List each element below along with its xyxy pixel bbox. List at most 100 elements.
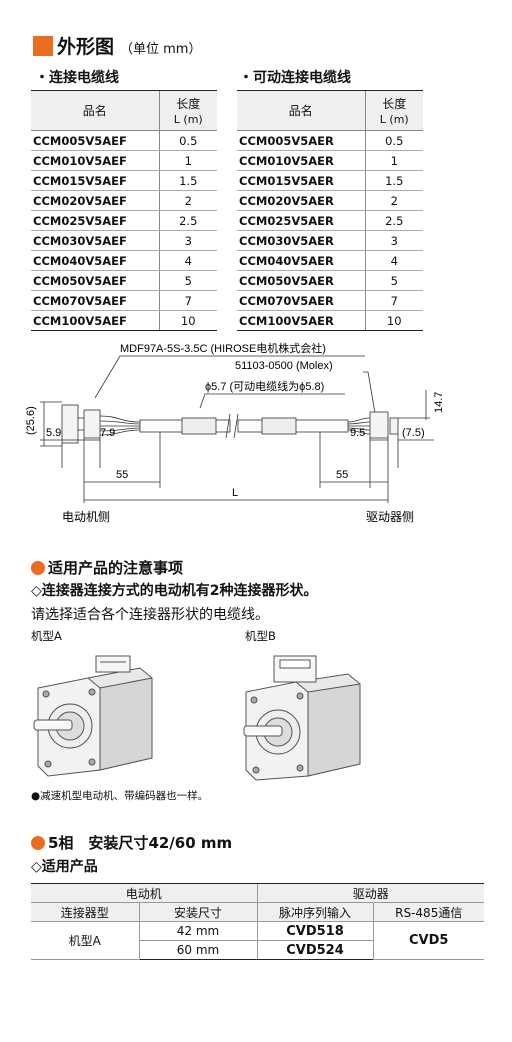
cable-length: 1: [364, 150, 423, 171]
cable-length: 7: [158, 290, 217, 311]
dim-L: L: [232, 487, 238, 499]
driver-side-label: 驱动器侧: [366, 510, 414, 524]
diameter-label: ϕ5.7 (可动电缆线为ϕ5.8): [205, 379, 324, 393]
dim-7-5: (7.5): [402, 427, 425, 439]
cable-length: 4: [158, 250, 217, 271]
section-heading: 外形图 （单位 mm）: [33, 32, 201, 59]
product-name: CCM020V5AEF: [31, 190, 159, 211]
product-name: CCM025V5AEF: [31, 210, 159, 231]
product-name: CCM025V5AER: [237, 210, 365, 231]
product-name: CCM015V5AEF: [31, 170, 159, 191]
orange-dot-icon: [31, 835, 45, 850]
col-header-name: 品名: [31, 90, 159, 131]
cable-length: 0.5: [364, 130, 423, 151]
right-table-subtitle: ・可动连接电缆线: [239, 70, 351, 86]
connector-motor-label: MDF97A-5S-3.5C (HIROSE电机株式会社): [120, 341, 326, 355]
notes-line-1: ◇连接器连接方式的电动机有2种连接器形状。: [31, 583, 318, 599]
cable-length: 1: [158, 150, 217, 171]
motor-type-a-label: 机型A: [31, 629, 62, 643]
spec-subtitle: ◇适用产品: [31, 859, 98, 875]
product-name: CCM100V5AER: [237, 310, 365, 331]
header-connector-type: 连接器型: [31, 902, 139, 922]
product-name: CCM030V5AER: [237, 230, 365, 251]
product-name: CCM070V5AER: [237, 290, 365, 311]
heading-unit: （单位 mm）: [120, 41, 202, 57]
motor-type-a-image: [33, 655, 153, 777]
dim-9-5: 9.5: [350, 427, 365, 439]
notes-line-2: 请选择适合各个连接器形状的电缆线。: [31, 607, 269, 623]
product-name: CCM005V5AEF: [31, 130, 159, 151]
product-name: CCM050V5AEF: [31, 270, 159, 291]
cable-length: 0.5: [158, 130, 217, 151]
product-name: CCM040V5AEF: [31, 250, 159, 271]
cell-size-60: 60 mm: [138, 940, 257, 960]
cell-cvd524: CVD524: [256, 940, 373, 960]
cable-length: 5: [158, 270, 217, 291]
header-driver: 驱动器: [256, 883, 484, 903]
product-name: CCM010V5AEF: [31, 150, 159, 171]
cable-length: 10: [158, 310, 217, 331]
cable-length: 3: [364, 230, 423, 251]
cell-cvd518: CVD518: [256, 921, 373, 941]
motor-side-label: 电动机侧: [62, 510, 110, 524]
col-header-name: 品名: [237, 90, 365, 131]
cable-length: 1.5: [158, 170, 217, 191]
cell-cvd5: CVD5: [372, 921, 484, 960]
header-mount-size: 安装尺寸: [138, 902, 257, 922]
product-name: CCM015V5AER: [237, 170, 365, 191]
cable-length: 7: [364, 290, 423, 311]
cable-length: 5: [364, 270, 423, 291]
product-name: CCM040V5AER: [237, 250, 365, 271]
cable-length: 2.5: [158, 210, 217, 231]
product-name: CCM030V5AEF: [31, 230, 159, 251]
connector-driver-label: 51103-0500 (Molex): [235, 360, 333, 372]
cable-length: 3: [158, 230, 217, 251]
dim-7-9: 7.9: [100, 427, 115, 439]
cable-length: 2: [364, 190, 423, 211]
dim-55-left: 55: [116, 469, 128, 481]
left-table-subtitle: ・连接电缆线: [35, 70, 119, 86]
footnote: ●减速机型电动机、带编码器也一样。: [31, 790, 209, 802]
dim-5-9: 5.9: [46, 427, 61, 439]
cable-length: 10: [364, 310, 423, 331]
header-pulse-input: 脉冲序列输入: [256, 902, 373, 922]
orange-square-icon: [33, 35, 53, 56]
applicable-products-table: 电动机 驱动器 连接器型 安装尺寸 脉冲序列输入 RS-485通信 机型A 42…: [31, 883, 484, 960]
product-name: CCM070V5AEF: [31, 290, 159, 311]
product-name: CCM005V5AER: [237, 130, 365, 151]
cable-length: 1.5: [364, 170, 423, 191]
header-motor: 电动机: [31, 883, 257, 903]
notes-heading: 适用产品的注意事项: [31, 557, 183, 578]
product-name: CCM050V5AER: [237, 270, 365, 291]
motor-type-b-label: 机型B: [245, 629, 276, 643]
dim-left-height: (25.6): [25, 406, 37, 435]
product-name: CCM010V5AER: [237, 150, 365, 171]
cell-connector-type: 机型A: [31, 921, 139, 960]
product-name: CCM100V5AEF: [31, 310, 159, 331]
motor-type-b-image: [243, 655, 361, 781]
cable-length: 2.5: [364, 210, 423, 231]
